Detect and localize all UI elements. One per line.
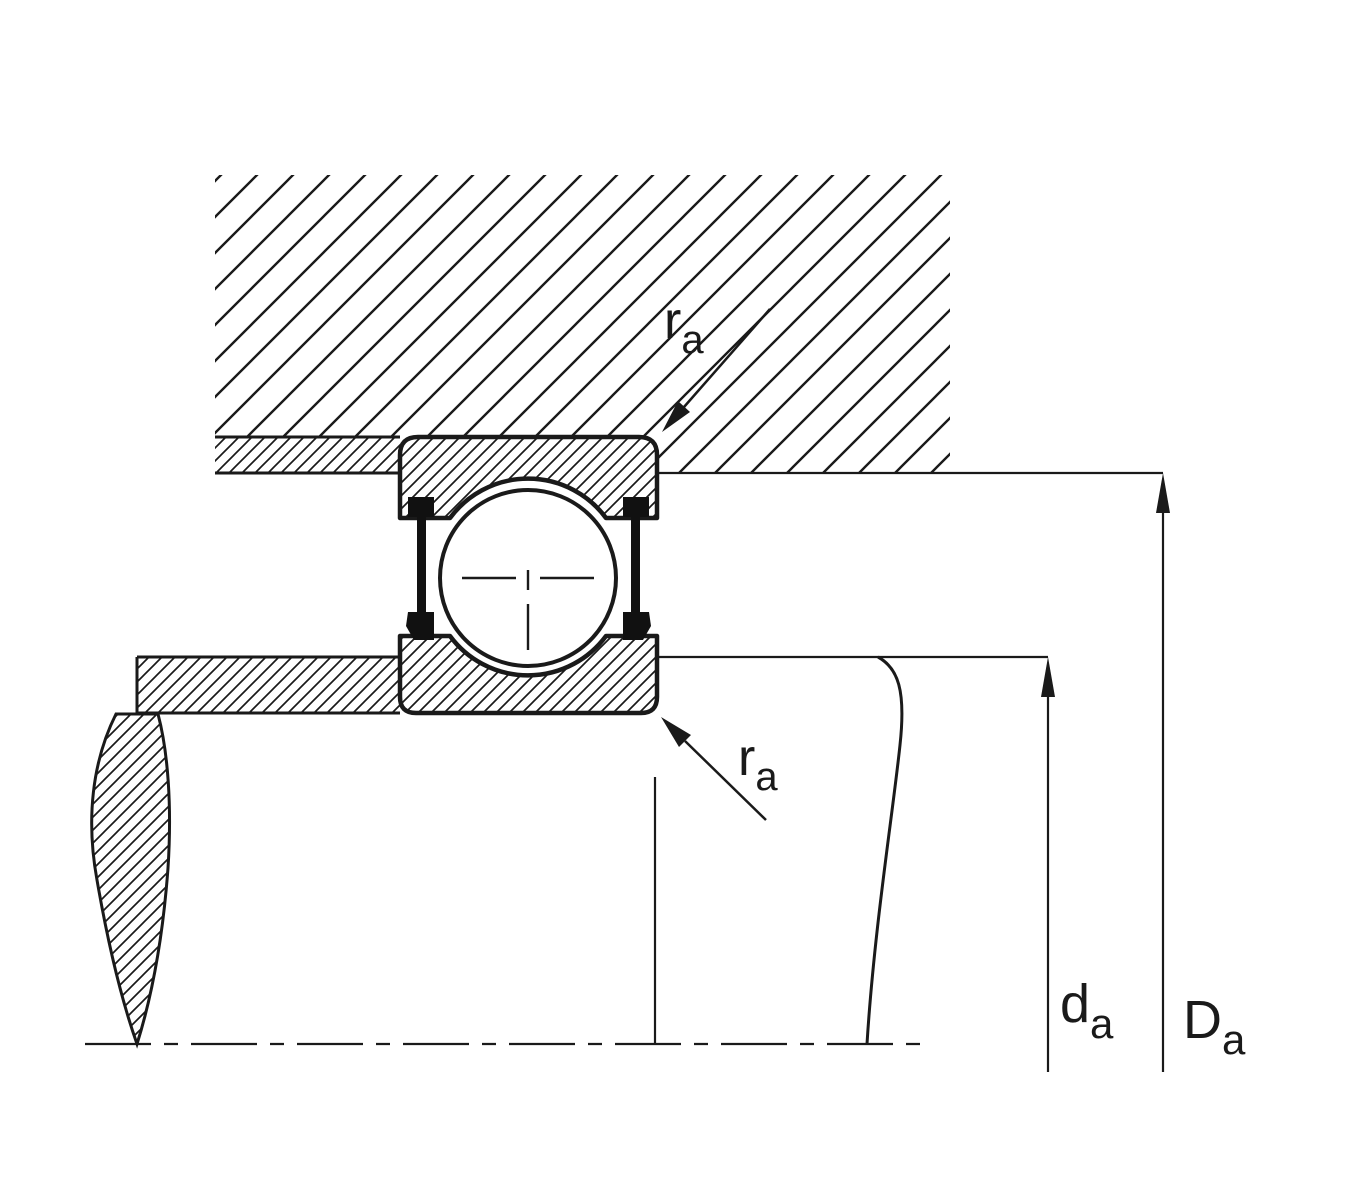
right-seal-anchor [623,497,649,517]
label-ra-bottom-base: r [738,729,755,787]
housing-hatch-area [215,175,950,473]
Da-arrowhead [1156,473,1170,513]
ra-top-leader-line [683,308,771,408]
label-da: da [1060,974,1114,1047]
label-Da: Da [1183,990,1246,1063]
left-seal-stem [417,515,426,615]
dimension-Da [1156,473,1170,1072]
label-da-sub: a [1090,1000,1114,1047]
ra-bottom-leader-line [684,740,767,821]
extension-lines [653,471,1163,1044]
housing-shoulder [215,435,400,475]
shaft-contour-curve [865,655,904,1045]
left-seal-lip [406,612,434,640]
dimension-da [1041,657,1055,1072]
label-ra-bottom: ra [738,729,778,799]
ball-centerlines [462,570,594,650]
shaft-shoulder [135,655,400,715]
bearing-outer-ring [397,434,660,521]
right-seal [623,497,651,640]
right-seal-stem [631,515,640,615]
shaft-shoulder-hatch [137,657,400,713]
leader-ra-bottom [661,717,767,821]
label-Da-base: D [1183,990,1222,1050]
label-Da-sub: a [1222,1016,1246,1063]
label-da-base: d [1060,974,1090,1034]
label-ra-top-base: r [664,292,681,350]
housing-shoulder-hatch [215,437,400,473]
ra-bottom-arrowhead [661,717,691,747]
label-ra-top-sub: a [681,318,704,362]
ra-top-arrowhead [662,401,690,432]
bearing-inner-ring [397,633,660,716]
da-arrowhead [1041,657,1055,697]
label-ra-bottom-sub: a [755,755,778,799]
left-seal [406,497,434,640]
leader-ra-top [662,308,771,432]
label-ra-top: ra [664,292,704,362]
right-seal-lip [623,612,651,640]
housing-section [215,175,950,473]
left-seal-anchor [408,497,434,517]
